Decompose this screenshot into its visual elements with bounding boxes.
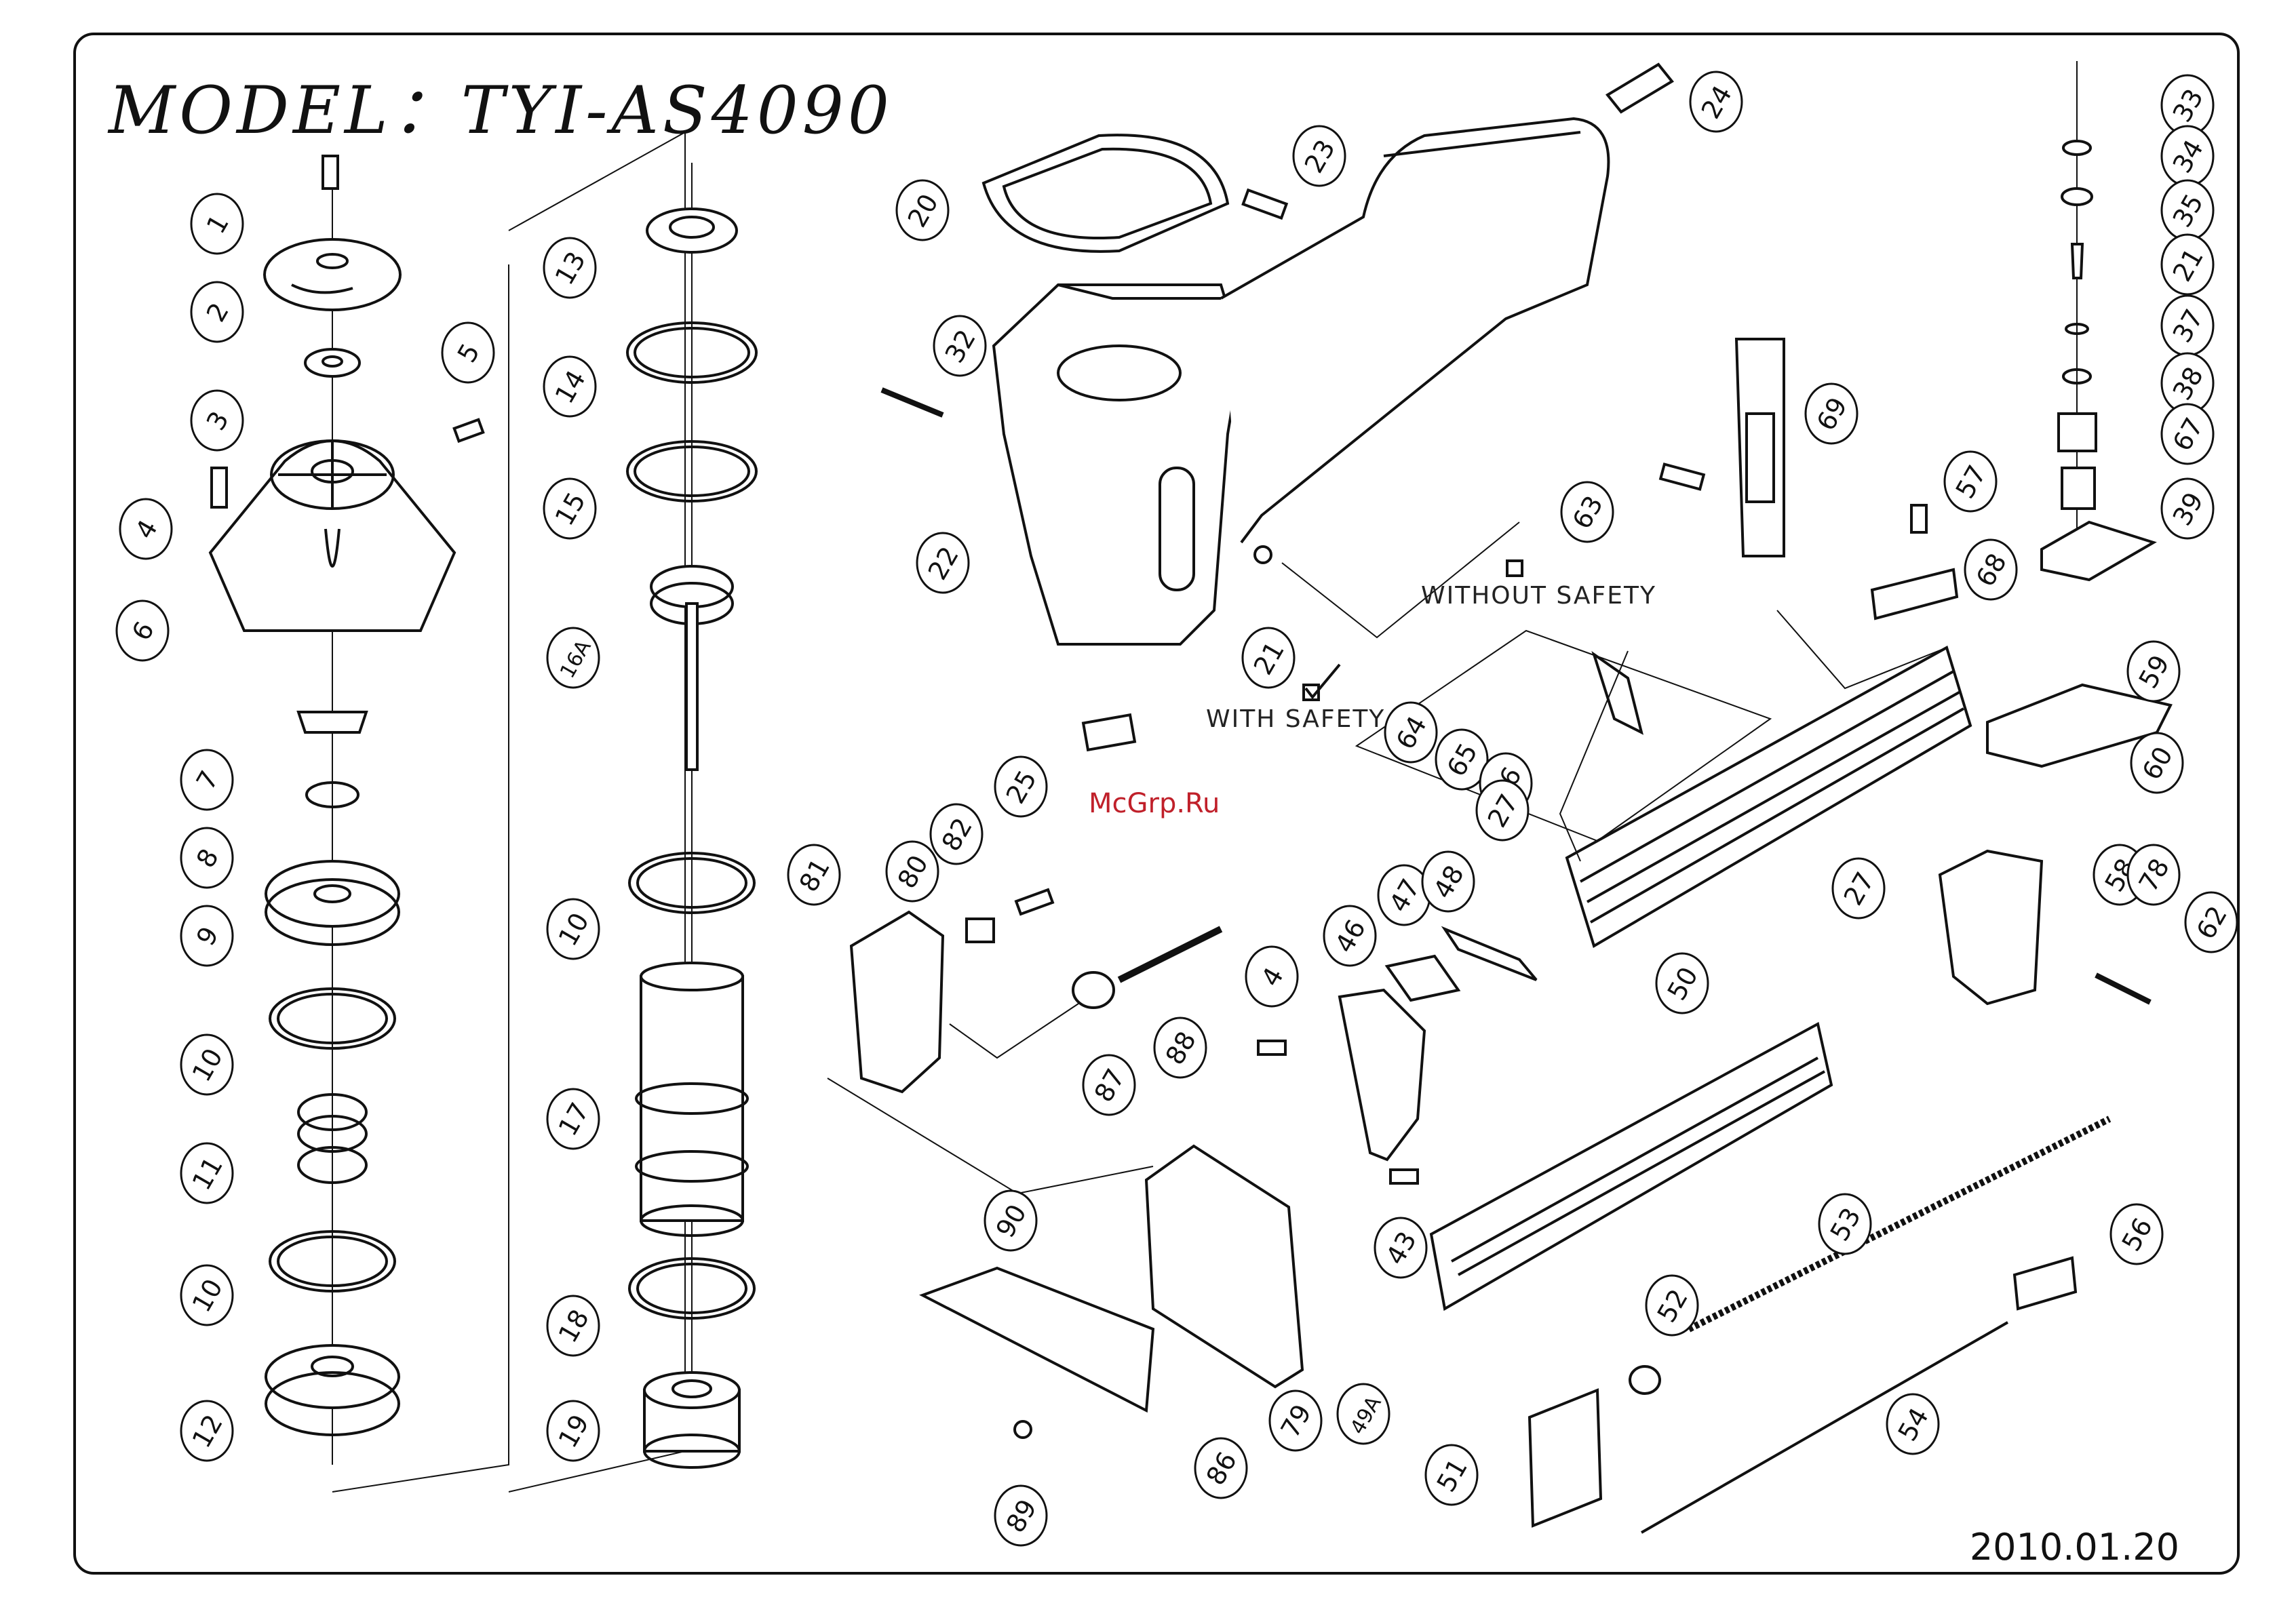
part-label-4: 4: [1246, 947, 1298, 1006]
part-label-79: 79: [1270, 1391, 1321, 1451]
part-label-1: 1: [191, 194, 243, 254]
part-label-4: 4: [120, 499, 172, 559]
part-label-25: 25: [995, 757, 1047, 816]
part-label-7: 7: [181, 750, 233, 810]
part-label-54: 54: [1887, 1394, 1939, 1454]
part-label-80: 80: [887, 842, 938, 901]
part-label-82: 82: [931, 804, 982, 864]
part-label-52: 52: [1646, 1276, 1698, 1335]
part-label-64: 64: [1385, 703, 1437, 762]
part-label-20: 20: [897, 180, 948, 240]
part-label-19: 19: [547, 1401, 599, 1461]
part-label-67: 67: [2162, 404, 2213, 464]
nose-parts: [851, 890, 1536, 1438]
part-label-68: 68: [1965, 540, 2017, 599]
part-label-46: 46: [1324, 906, 1376, 966]
part-label-11: 11: [181, 1143, 233, 1203]
part-label-43: 43: [1375, 1218, 1426, 1278]
part-label-27: 27: [1477, 781, 1528, 840]
part-label-50: 50: [1656, 953, 1708, 1013]
watermark: McGrp.Ru: [1089, 788, 1220, 819]
part-label-12: 12: [181, 1401, 233, 1461]
part-label-34: 34: [2162, 126, 2213, 186]
part-label-35: 35: [2162, 180, 2213, 240]
part-label-57: 57: [1945, 452, 1996, 511]
revision-date: 2010.01.20: [1970, 1526, 2179, 1568]
part-label-9: 9: [181, 906, 233, 966]
part-label-21: 21: [1243, 628, 1294, 688]
part-label-81: 81: [788, 845, 840, 905]
without-safety-note: WITHOUT SAFETY: [1421, 582, 1656, 610]
part-label-15: 15: [544, 479, 596, 538]
part-label-22: 22: [917, 533, 969, 593]
part-label-32: 32: [934, 316, 986, 376]
part-label-27: 27: [1833, 859, 1884, 918]
part-label-90: 90: [985, 1191, 1036, 1250]
part-label-51: 51: [1426, 1445, 1477, 1505]
middle-column-parts: [627, 163, 756, 1467]
part-label-49A: 49A: [1338, 1384, 1389, 1444]
part-label-78: 78: [2128, 845, 2179, 905]
magazine-parts: [1431, 648, 2171, 1533]
part-label-62: 62: [2185, 892, 2237, 952]
part-label-16A: 16A: [547, 628, 599, 688]
part-label-10: 10: [181, 1265, 233, 1325]
part-label-59: 59: [2128, 642, 2179, 701]
part-label-21: 21: [2162, 235, 2213, 294]
part-label-53: 53: [1819, 1194, 1871, 1254]
part-label-24: 24: [1690, 72, 1742, 132]
part-label-60: 60: [2131, 733, 2183, 793]
part-label-39: 39: [2162, 479, 2213, 538]
part-label-86: 86: [1195, 1438, 1247, 1498]
part-label-14: 14: [544, 357, 596, 416]
part-label-18: 18: [547, 1296, 599, 1356]
part-label-10: 10: [547, 899, 599, 959]
part-label-2: 2: [191, 282, 243, 342]
part-label-37: 37: [2162, 296, 2213, 355]
page-title: MODEL：TYI-AS4090: [109, 58, 893, 152]
part-label-23: 23: [1293, 126, 1345, 186]
part-label-8: 8: [181, 828, 233, 888]
part-label-6: 6: [117, 601, 168, 660]
part-label-63: 63: [1561, 482, 1613, 542]
part-label-87: 87: [1083, 1055, 1135, 1115]
part-label-13: 13: [544, 238, 596, 298]
part-label-3: 3: [191, 391, 243, 450]
part-label-89: 89: [995, 1486, 1047, 1545]
part-label-10: 10: [181, 1035, 233, 1094]
part-label-56: 56: [2111, 1204, 2162, 1264]
part-label-88: 88: [1154, 1018, 1206, 1078]
part-label-69: 69: [1806, 384, 1857, 443]
trigger-valve-parts: [2042, 61, 2154, 580]
part-label-5: 5: [442, 323, 494, 382]
with-safety-note: WITH SAFETY: [1206, 705, 1385, 733]
part-label-17: 17: [547, 1089, 599, 1149]
part-label-48: 48: [1422, 852, 1474, 911]
